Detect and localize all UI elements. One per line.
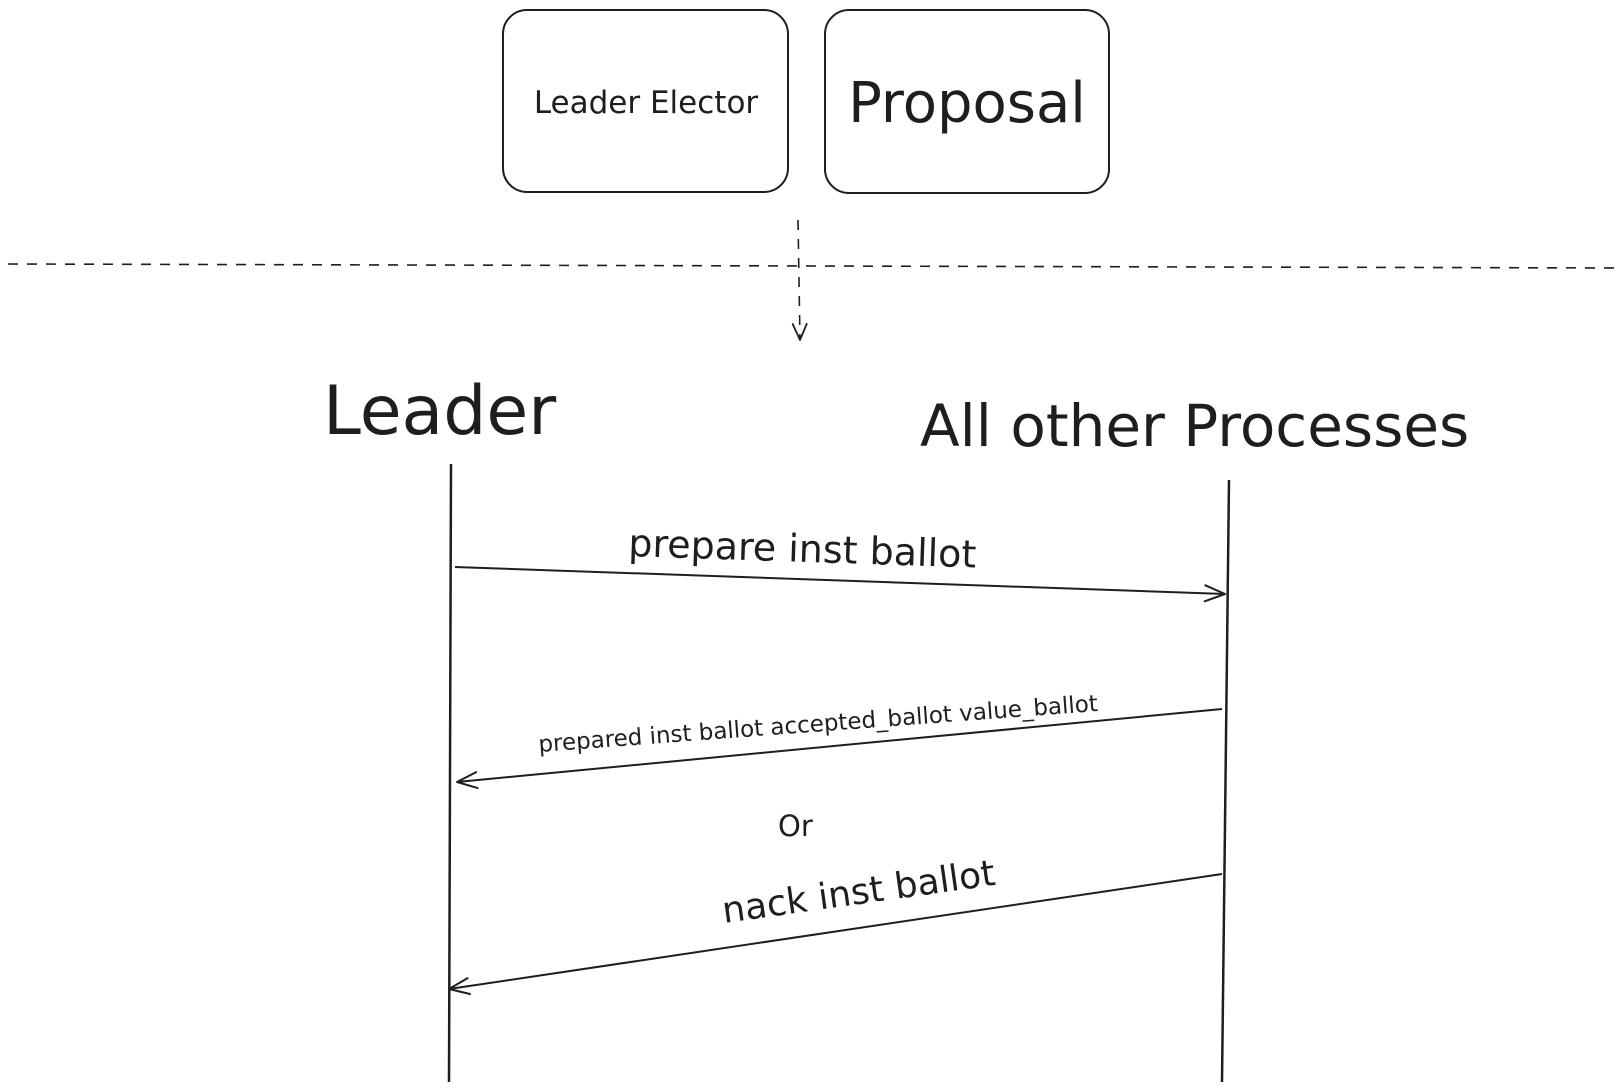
others-lifeline	[1220, 479, 1231, 1083]
or-label: Or	[778, 809, 813, 843]
leader-elector-label: Leader Elector	[534, 85, 759, 121]
leader-elector-box: Leader Elector	[502, 9, 789, 193]
prepare-message-label: prepare inst ballot	[628, 521, 977, 577]
nack-arrow	[448, 873, 1223, 995]
leader-elector-frame	[502, 9, 789, 193]
flow-down-arrow	[791, 219, 808, 341]
proposal-box: Proposal	[824, 9, 1110, 194]
section-divider	[7, 263, 1623, 269]
others-participant-label: All other Processes	[920, 392, 1469, 460]
prepare-arrow	[454, 566, 1226, 603]
proposal-frame	[824, 9, 1110, 194]
proposal-label: Proposal	[848, 71, 1086, 136]
leader-participant-label: Leader	[323, 372, 556, 451]
nack-message-label: nack inst ballot	[720, 853, 998, 932]
prepared-arrow	[456, 708, 1223, 790]
